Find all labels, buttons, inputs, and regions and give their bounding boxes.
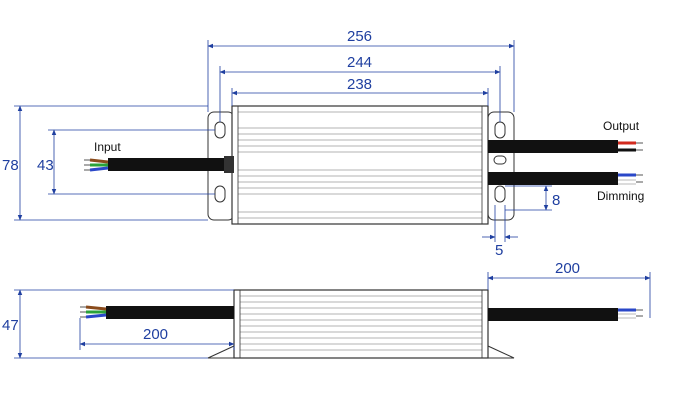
dim-8-label: 8 [552,192,560,209]
dim-244-label: 244 [347,54,372,71]
right-top-slot [494,121,506,139]
input-label: Input [94,140,121,154]
input-cable [84,156,234,173]
right-bottom-slot [494,185,506,203]
dim-238-label: 238 [347,76,372,93]
top-view-dimensions [14,40,552,242]
dim-256-label: 256 [347,28,372,45]
side-view [80,289,643,359]
side-output-cable [488,308,643,321]
left-bottom-slot [214,185,226,203]
dim-5-label: 5 [495,242,503,259]
top-view: Input Output Dimming [84,105,644,225]
housing-fins [238,111,482,219]
dimming-cable [488,172,643,185]
dim-78-label: 78 [2,157,19,174]
side-input-cable [80,305,234,319]
side-view-dimensions [14,272,651,359]
output-label: Output [603,119,640,133]
dim-47-label: 47 [2,317,19,334]
housing-body [231,105,489,225]
dim-43-label: 43 [37,157,54,174]
side-fins [240,295,482,351]
dimming-label: Dimming [597,189,644,203]
left-top-slot [214,121,226,139]
dim-side-output-label: 200 [555,260,580,277]
right-center-slot [493,155,507,165]
dim-side-input-label: 200 [143,326,168,343]
output-cable [488,140,643,153]
side-housing [233,289,489,359]
